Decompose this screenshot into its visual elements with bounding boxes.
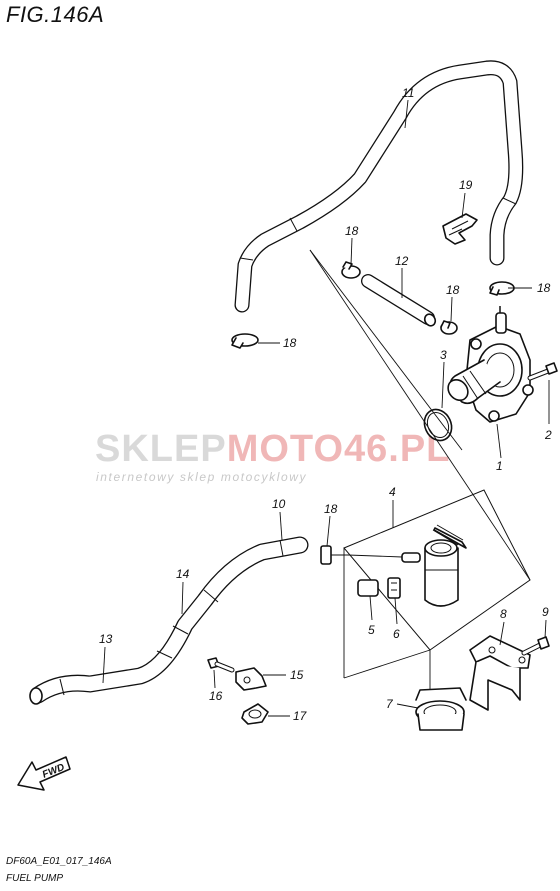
clamp-18-b[interactable] — [489, 281, 515, 296]
bolt-16[interactable] — [207, 657, 235, 673]
callout-18-c: 18 — [446, 283, 460, 297]
filter-holder-7[interactable] — [415, 687, 467, 731]
clamp-18-e[interactable] — [320, 545, 348, 565]
bolt-9[interactable] — [521, 636, 550, 656]
callout-5: 5 — [368, 623, 375, 637]
callout-9: 9 — [542, 605, 549, 619]
callout-4: 4 — [389, 485, 396, 499]
clip-19[interactable] — [442, 213, 478, 245]
hose-10-13-14[interactable] — [29, 536, 309, 705]
bracket-8[interactable] — [469, 635, 531, 711]
part-6[interactable] — [387, 577, 401, 599]
callout-leaders — [102, 99, 550, 717]
callout-18-a: 18 — [345, 224, 359, 238]
callout-10: 10 — [272, 497, 286, 511]
callout-8: 8 — [500, 607, 507, 621]
fwd-label: FWD — [41, 762, 66, 781]
callout-18-d: 18 — [283, 336, 297, 350]
assembly-guide-lines — [309, 249, 531, 581]
figure-title: FIG.146A — [6, 2, 105, 27]
callout-6: 6 — [393, 627, 400, 641]
o-ring-3[interactable] — [419, 405, 456, 445]
hose-11[interactable] — [234, 60, 524, 313]
fuel-pump-1[interactable] — [444, 306, 534, 423]
filter-assembly-box — [343, 489, 531, 690]
part-5[interactable] — [357, 579, 379, 597]
callout-14: 14 — [176, 567, 190, 581]
clamp-18-d[interactable] — [440, 320, 458, 335]
figure-code: DF60A_E01_017_146A — [6, 856, 112, 867]
callout-3: 3 — [440, 348, 447, 362]
callout-16: 16 — [209, 689, 223, 703]
clamp-17[interactable] — [241, 703, 269, 725]
hose-12[interactable] — [361, 274, 437, 328]
watermark-logo: SKLEPMOTO46.PL — [95, 428, 450, 471]
fwd-arrow-icon: FWD — [17, 756, 71, 791]
callout-12: 12 — [395, 254, 409, 268]
callout-19: 19 — [459, 178, 473, 192]
bracket-15[interactable] — [235, 667, 267, 691]
callout-7: 7 — [386, 697, 394, 711]
callout-18-e: 18 — [324, 502, 338, 516]
callout-17: 17 — [293, 709, 308, 723]
fuel-filter-4[interactable] — [347, 524, 467, 607]
figure-caption: FUEL PUMP — [6, 873, 64, 884]
callout-1: 1 — [496, 459, 503, 473]
watermark-part2: MOTO46.PL — [226, 428, 451, 470]
callout-13: 13 — [99, 632, 113, 646]
callout-15: 15 — [290, 668, 304, 682]
clamp-18-a[interactable] — [341, 261, 361, 279]
watermark-subtitle: internetowy sklep motocyklowy — [96, 470, 308, 484]
watermark-part1: SKLEP — [95, 428, 227, 470]
callout-18-b: 18 — [537, 281, 551, 295]
callout-2: 2 — [544, 428, 552, 442]
callout-11: 11 — [402, 86, 414, 100]
bolt-2[interactable] — [527, 362, 558, 381]
clamp-18-c[interactable] — [231, 333, 259, 349]
